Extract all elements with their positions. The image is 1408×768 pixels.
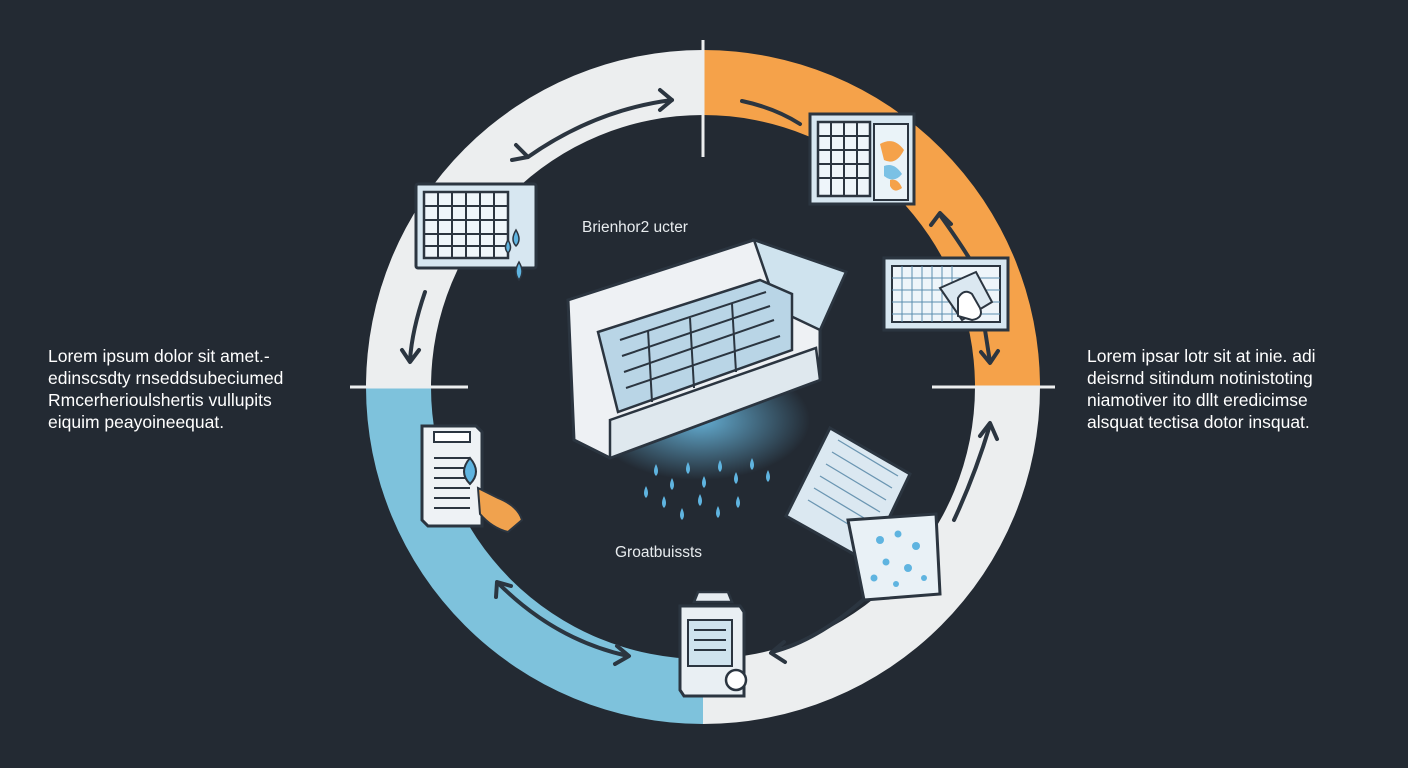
right-text-line: niamotiver ito dllt eredicimse	[1087, 390, 1308, 410]
arrow-right-mid	[983, 328, 992, 364]
wet-filter-icon	[784, 425, 942, 602]
arrow-bottom-left	[496, 581, 630, 658]
arrowhead	[929, 211, 953, 227]
ring-dividers	[350, 40, 1055, 389]
right-text-line: alsquat tectisa dotor insquat.	[1087, 412, 1310, 432]
air-conditioner-icon	[566, 237, 849, 520]
left-text-line: eiquim peayoineequat.	[48, 412, 225, 432]
cycle-arrows	[400, 88, 1000, 666]
filter-cleaning-icon	[882, 256, 1010, 332]
left-text-block: Lorem ipsum dolor sit amet.- edinscsdty …	[48, 345, 283, 433]
arrowhead	[979, 349, 1000, 365]
right-text-line: deisrnd sitindum notinistoting	[1087, 368, 1313, 388]
right-text-block: Lorem ipsar lotr sit at inie. adi deisrn…	[1087, 345, 1316, 433]
water-tank-icon	[678, 590, 748, 698]
arrowhead	[658, 88, 674, 112]
arrow-top-right	[740, 99, 802, 126]
left-text-line: Lorem ipsum dolor sit amet.-	[48, 346, 270, 366]
spray-bottle-icon	[420, 424, 524, 534]
arrow-bottom-right	[770, 590, 874, 654]
left-text-line: edinscsdty rnseddsubeciumed	[48, 368, 284, 388]
center-top-label: Brienhor2 ucter	[582, 219, 688, 236]
arrowhead	[978, 421, 999, 441]
arrowhead	[400, 348, 421, 364]
arrowhead	[613, 644, 631, 666]
filter-panel-icon	[414, 182, 538, 282]
dirty-filter-icon	[808, 112, 916, 206]
center-bottom-label: Groatbuissts	[615, 544, 703, 561]
left-text-line: Rmcerherioulshertis vullupits	[48, 390, 272, 410]
ring-segment-blue	[366, 387, 703, 724]
arrowhead	[494, 580, 513, 599]
right-text-line: Lorem ipsar lotr sit at inie. adi	[1087, 346, 1316, 366]
arrow-right-lower	[952, 423, 992, 522]
arrow-top-left	[526, 98, 674, 159]
arrowhead	[510, 143, 530, 162]
arrow-left-mid	[408, 290, 427, 362]
arrowhead	[769, 640, 787, 664]
